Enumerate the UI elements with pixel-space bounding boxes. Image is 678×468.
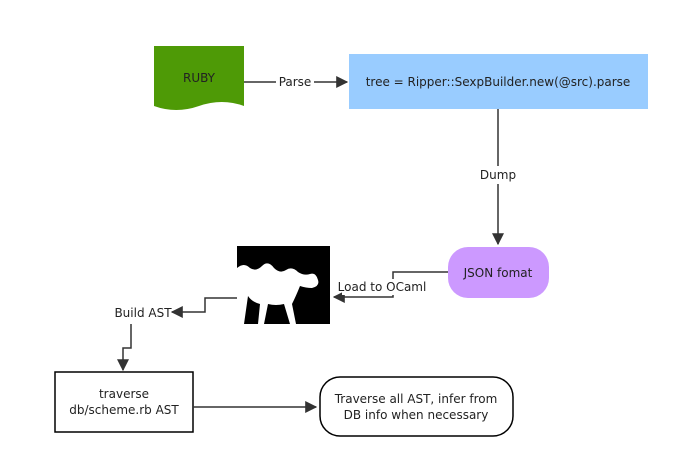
- traverse-label-line1: traverse: [99, 387, 149, 401]
- json-label: JSON fomat: [463, 266, 533, 280]
- json-node: JSON fomat: [448, 247, 549, 298]
- build-ast-label: Build AST: [114, 306, 172, 320]
- infer-node: Traverse all AST, infer from DB info whe…: [319, 376, 514, 437]
- load-edge: Load to OCaml: [332, 271, 448, 303]
- parse-label: Parse: [279, 75, 312, 89]
- infer-label-line2: DB info when necessary: [344, 408, 489, 422]
- ripper-label: tree = Ripper::SexpBuilder.new(@src).par…: [366, 75, 631, 89]
- dump-edge: Dump: [477, 109, 519, 246]
- infer-label-line1: Traverse all AST, infer from: [334, 392, 498, 406]
- logo-to-build-edge: [170, 297, 237, 318]
- ruby-node: RUBY: [154, 46, 244, 110]
- ripper-node: tree = Ripper::SexpBuilder.new(@src).par…: [349, 54, 648, 109]
- load-label: Load to OCaml: [338, 280, 427, 294]
- parse-edge: Parse: [244, 74, 349, 90]
- traverse-node: traverse db/scheme.rb AST: [54, 371, 194, 433]
- traverse-label-line2: db/scheme.rb AST: [69, 403, 179, 417]
- build-ast-node: Build AST: [114, 306, 172, 320]
- dump-label: Dump: [480, 168, 516, 182]
- build-to-traverse-edge: [117, 324, 132, 372]
- ocaml-camel-logo-icon: [237, 246, 330, 324]
- ruby-label: RUBY: [183, 71, 216, 85]
